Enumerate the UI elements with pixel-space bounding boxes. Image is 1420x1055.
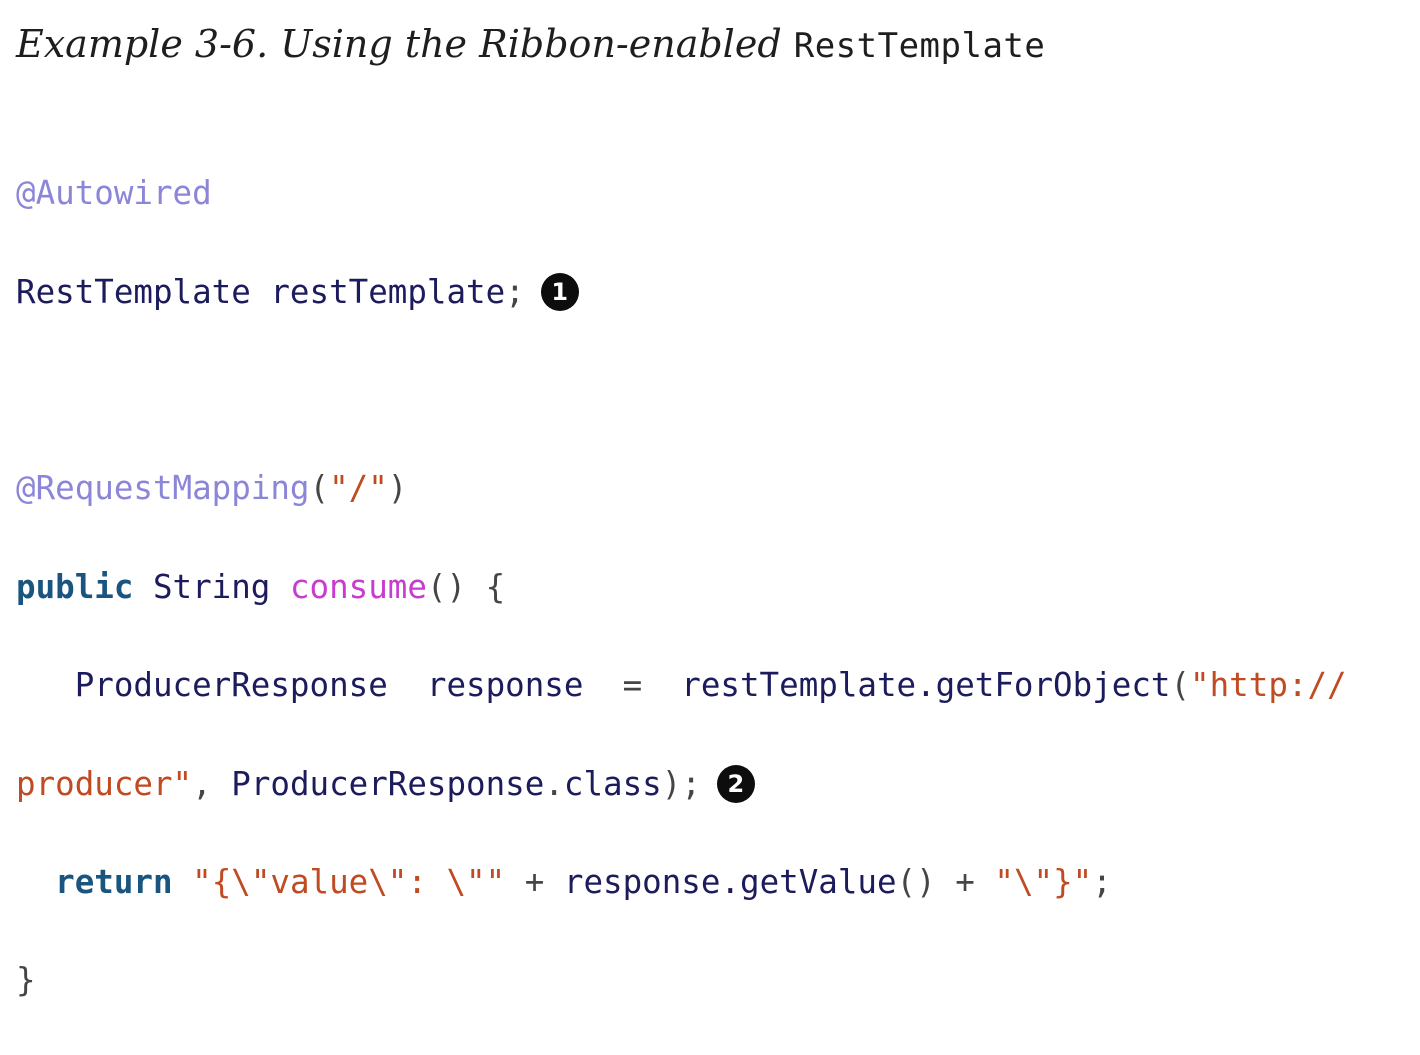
callout-2-icon: 2 bbox=[716, 764, 755, 803]
json-prefix-string: "{\"value\": \"" bbox=[192, 862, 506, 901]
method-name-consume: consume bbox=[289, 567, 427, 606]
code-line-9: } bbox=[16, 956, 1347, 1005]
code-line-6: ProducerResponse response = restTemplate… bbox=[16, 661, 1347, 710]
code-block: @Autowired RestTemplate restTemplate; 1 @… bbox=[16, 120, 1347, 1055]
url-string-part-1: "http:// bbox=[1190, 666, 1347, 705]
caption-prefix: Example 3-6. Using the Ribbon-enabled bbox=[16, 22, 794, 66]
get-value-call: response.getValue bbox=[563, 862, 897, 901]
code-line-4: @RequestMapping("/") bbox=[16, 464, 1347, 513]
annotation-request-mapping: @RequestMapping bbox=[16, 469, 310, 508]
dot: . bbox=[544, 764, 564, 803]
return-type: String bbox=[133, 567, 290, 606]
json-suffix-string: "\"}" bbox=[994, 862, 1093, 901]
local-declaration: ProducerResponse response bbox=[74, 666, 623, 705]
keyword-public: public bbox=[16, 567, 134, 606]
call-open-paren: ( bbox=[1170, 666, 1191, 705]
closing-brace: } bbox=[16, 961, 36, 1000]
callout-1-icon: 1 bbox=[540, 272, 579, 311]
close-paren: ) bbox=[387, 469, 408, 508]
code-line-7: producer", ProducerResponse.class); 2 bbox=[16, 760, 1347, 809]
comma: , bbox=[192, 764, 232, 803]
url-string-part-2: producer" bbox=[16, 764, 193, 803]
indent bbox=[16, 666, 75, 704]
class-keyword: class bbox=[563, 764, 662, 803]
method-params-brace: () { bbox=[426, 567, 506, 606]
code-line-2: RestTemplate restTemplate; 1 bbox=[16, 268, 1347, 317]
space bbox=[173, 863, 193, 901]
semicolon: ; bbox=[1092, 862, 1112, 901]
class-reference: ProducerResponse bbox=[231, 764, 545, 803]
example-caption: Example 3-6. Using the Ribbon-enabled Re… bbox=[16, 14, 1045, 76]
assign-operator: = bbox=[622, 666, 643, 705]
plus-operator-2: + bbox=[935, 862, 995, 901]
semicolon: ; bbox=[505, 272, 525, 311]
code-line-1: @Autowired bbox=[16, 169, 1347, 218]
code-line-5: public String consume() { bbox=[16, 563, 1347, 612]
field-declaration: RestTemplate restTemplate bbox=[16, 272, 506, 311]
open-paren: ( bbox=[309, 469, 330, 508]
annotation-autowired: @Autowired bbox=[16, 174, 212, 213]
caption-code-term: RestTemplate bbox=[793, 26, 1046, 66]
mapping-path-string: "/" bbox=[329, 469, 388, 508]
get-for-object-call: restTemplate.getForObject bbox=[642, 666, 1171, 705]
indent bbox=[16, 863, 55, 901]
call-parens: () bbox=[896, 862, 936, 901]
code-line-8: return "{\"value\": \"" + response.getVa… bbox=[16, 858, 1347, 907]
keyword-return: return bbox=[55, 862, 173, 901]
call-close: ); bbox=[661, 764, 701, 803]
code-line-3-blank bbox=[16, 366, 1347, 415]
plus-operator-1: + bbox=[505, 862, 564, 901]
